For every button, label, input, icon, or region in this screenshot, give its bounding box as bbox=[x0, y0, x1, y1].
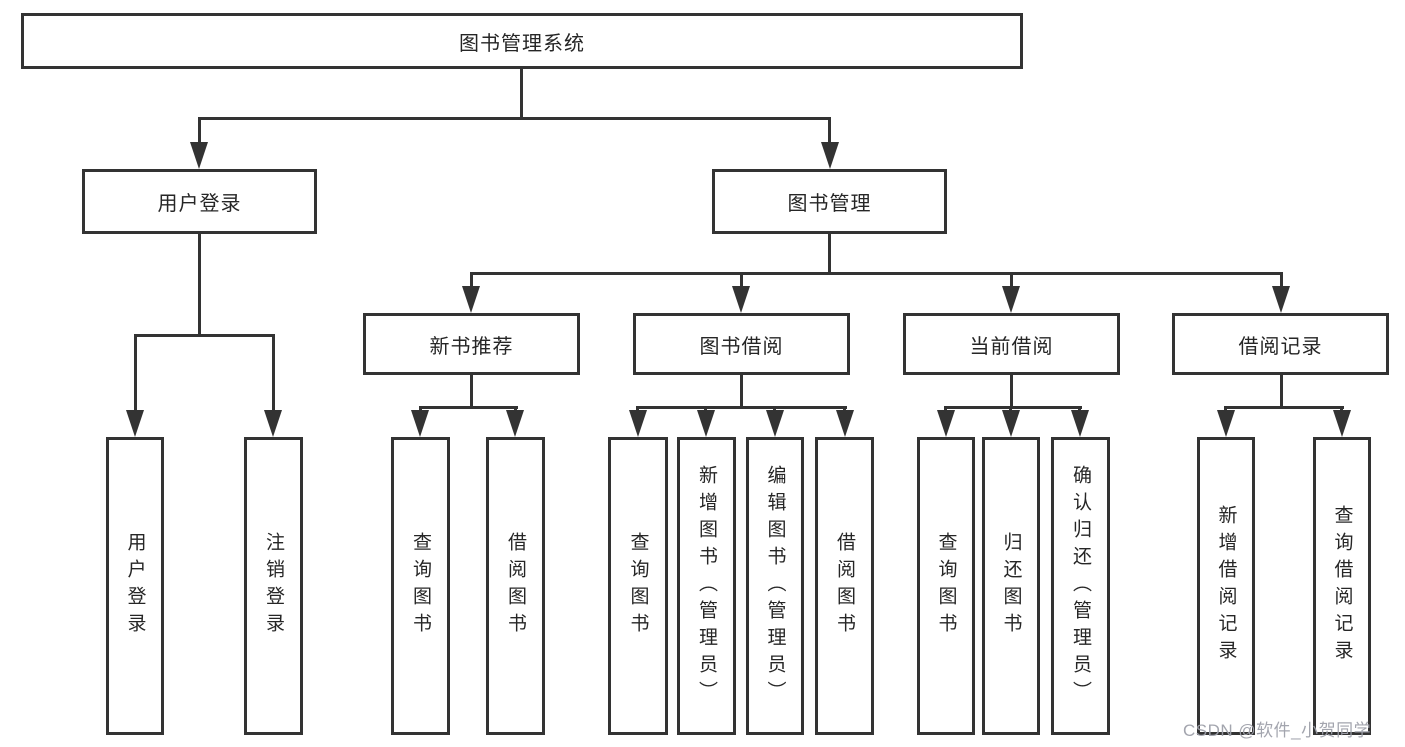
node-label: 借阅记录 bbox=[1238, 335, 1323, 358]
node-label: 新书推荐 bbox=[429, 335, 514, 358]
watermark: CSDN @软件_小贺同学 bbox=[1183, 721, 1372, 740]
node-leaf-edit-book-admin: 编辑图书（管理员） bbox=[746, 437, 804, 735]
arrowhead-icon bbox=[1002, 286, 1020, 313]
arrowhead-icon bbox=[821, 142, 839, 169]
connector-segment bbox=[1010, 375, 1013, 409]
arrowhead-icon bbox=[629, 410, 647, 437]
node-leaf-user-login: 用户登录 bbox=[106, 437, 164, 735]
node-borrowing-records: 借阅记录 bbox=[1172, 313, 1389, 375]
node-label: 借阅图书 bbox=[834, 532, 855, 640]
node-leaf-query-books-c: 查询图书 bbox=[917, 437, 975, 735]
node-label: 图书管理 bbox=[787, 193, 872, 215]
arrowhead-icon bbox=[1071, 410, 1089, 437]
node-label: 查询图书 bbox=[410, 532, 431, 640]
node-label: 新增图书（管理员） bbox=[696, 464, 717, 708]
node-user-login: 用户登录 bbox=[82, 169, 317, 234]
connector-segment bbox=[945, 406, 1082, 409]
connector-segment bbox=[1225, 406, 1344, 409]
connector-segment bbox=[1280, 272, 1283, 289]
node-leaf-return-books: 归还图书 bbox=[982, 437, 1040, 735]
arrowhead-icon bbox=[766, 410, 784, 437]
connector-segment bbox=[636, 406, 847, 409]
node-leaf-confirm-return-admin: 确认归还（管理员） bbox=[1051, 437, 1110, 735]
connector-segment bbox=[134, 334, 137, 413]
node-label: 新增借阅记录 bbox=[1215, 505, 1237, 667]
node-label: 注销登录 bbox=[263, 532, 284, 640]
node-label: 用户登录 bbox=[157, 193, 242, 215]
arrowhead-icon bbox=[697, 410, 715, 437]
node-label: 图书借阅 bbox=[699, 335, 784, 358]
connector-segment bbox=[828, 117, 831, 146]
node-label: 查询借阅记录 bbox=[1331, 505, 1353, 667]
node-label: 归还图书 bbox=[1000, 532, 1022, 640]
connector-segment bbox=[419, 406, 518, 409]
node-label: 查询图书 bbox=[935, 532, 957, 640]
node-label: 借阅图书 bbox=[505, 532, 526, 640]
arrowhead-icon bbox=[1272, 286, 1290, 313]
connector-segment bbox=[828, 234, 831, 275]
arrowhead-icon bbox=[506, 410, 524, 437]
node-label: 当前借阅 bbox=[969, 335, 1054, 358]
arrowhead-icon bbox=[1217, 410, 1235, 437]
node-leaf-borrow-books-b: 借阅图书 bbox=[815, 437, 874, 735]
node-label: 确认归还（管理员） bbox=[1070, 464, 1091, 708]
arrowhead-icon bbox=[937, 410, 955, 437]
connector-segment bbox=[272, 334, 275, 413]
connector-segment bbox=[740, 375, 743, 409]
connector-segment bbox=[134, 334, 275, 337]
node-book-management: 图书管理 bbox=[712, 169, 947, 234]
arrowhead-icon bbox=[836, 410, 854, 437]
node-leaf-add-book-admin: 新增图书（管理员） bbox=[677, 437, 736, 735]
node-leaf-logout: 注销登录 bbox=[244, 437, 303, 735]
arrowhead-icon bbox=[1333, 410, 1351, 437]
node-label: 用户登录 bbox=[124, 532, 146, 640]
connector-segment bbox=[740, 272, 743, 289]
connector-segment bbox=[1010, 272, 1013, 289]
connector-segment bbox=[198, 117, 201, 146]
node-leaf-query-books-b: 查询图书 bbox=[608, 437, 668, 735]
connector-segment bbox=[198, 234, 201, 336]
arrowhead-icon bbox=[190, 142, 208, 169]
node-current-borrowing: 当前借阅 bbox=[903, 313, 1120, 375]
node-label: 图书管理系统 bbox=[459, 32, 585, 55]
node-label: 编辑图书（管理员） bbox=[764, 464, 786, 708]
connector-segment bbox=[520, 69, 523, 119]
arrowhead-icon bbox=[462, 286, 480, 313]
connector-segment bbox=[470, 272, 1282, 275]
connector-segment bbox=[470, 272, 473, 289]
arrowhead-icon bbox=[264, 410, 282, 437]
connector-segment bbox=[198, 117, 831, 120]
node-leaf-query-borrow-record: 查询借阅记录 bbox=[1313, 437, 1371, 735]
node-leaf-add-borrow-record: 新增借阅记录 bbox=[1197, 437, 1255, 735]
connector-segment bbox=[470, 375, 473, 409]
node-new-book-recommend: 新书推荐 bbox=[363, 313, 580, 375]
arrowhead-icon bbox=[732, 286, 750, 313]
arrowhead-icon bbox=[1002, 410, 1020, 437]
node-book-borrowing: 图书借阅 bbox=[633, 313, 850, 375]
node-leaf-query-books-a: 查询图书 bbox=[391, 437, 450, 735]
node-library-system: 图书管理系统 bbox=[21, 13, 1023, 69]
connector-segment bbox=[1280, 375, 1283, 409]
node-leaf-borrow-books-a: 借阅图书 bbox=[486, 437, 545, 735]
arrowhead-icon bbox=[411, 410, 429, 437]
arrowhead-icon bbox=[126, 410, 144, 437]
node-label: 查询图书 bbox=[627, 532, 649, 640]
